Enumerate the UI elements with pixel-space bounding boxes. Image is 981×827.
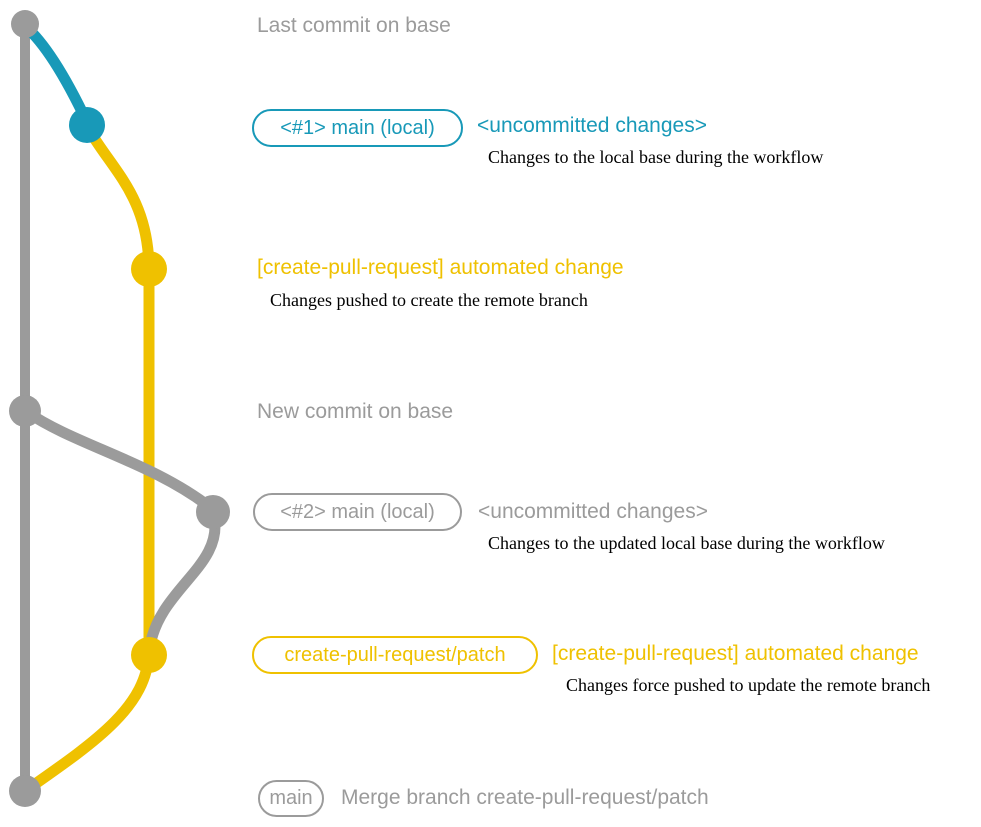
commit-dot-merge-commit [9, 775, 41, 807]
main-local-branch-segment-1 [19, 20, 93, 128]
commit-dot-automated-change-2 [131, 637, 167, 673]
uncommitted-changes-description-2: Changes to the updated local base during… [488, 533, 885, 553]
last-commit-title: Last commit on base [257, 14, 451, 37]
branch-label-main-local-2: <#2> main (local) [253, 493, 462, 531]
automated-change-heading-1: [create-pull-request] automated change [257, 256, 624, 279]
commit-dot-new-commit-on-base [9, 395, 41, 427]
automated-change-description-1: Changes pushed to create the remote bran… [270, 290, 588, 310]
commit-dot-uncommitted-changes-1 [69, 107, 105, 143]
uncommitted-changes-heading-1: <uncommitted changes> [477, 114, 707, 137]
commit-dot-automated-change-1 [131, 251, 167, 287]
merge-commit-title: Merge branch create-pull-request/patch [341, 786, 709, 809]
automated-change-heading-2: [create-pull-request] automated change [552, 642, 919, 665]
new-commit-title: New commit on base [257, 400, 454, 423]
main-local-branch-segment-2a [21, 406, 217, 514]
commit-dot-uncommitted-changes-2 [196, 495, 230, 529]
commit-dot-last-commit-on-base [11, 10, 39, 38]
uncommitted-changes-description-1: Changes to the local base during the wor… [488, 147, 824, 167]
branch-label-main: main [258, 780, 324, 817]
uncommitted-changes-heading-2: <uncommitted changes> [478, 500, 708, 523]
branch-label-patch: create-pull-request/patch [252, 636, 538, 674]
automated-change-description-2: Changes force pushed to update the remot… [566, 675, 931, 695]
branch-label-main-local-1: <#1> main (local) [252, 109, 463, 147]
main-local-branch-segment-2b [144, 510, 221, 652]
